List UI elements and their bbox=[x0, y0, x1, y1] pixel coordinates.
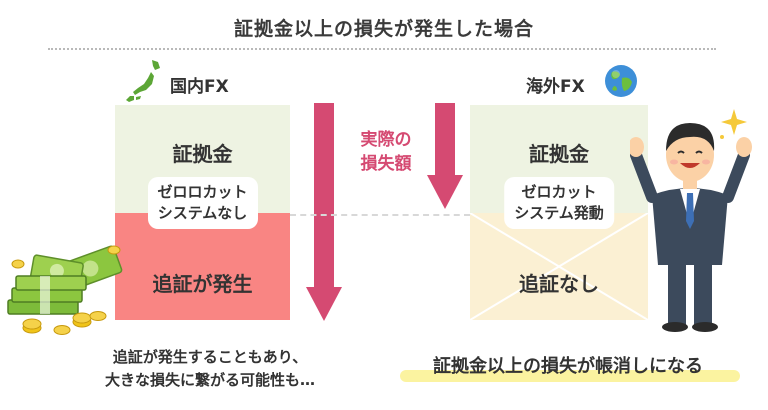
japan-map-icon bbox=[124, 58, 164, 104]
margin-call-label: 追証が発生 bbox=[152, 272, 253, 296]
zero-cut-line-2: システムなし bbox=[157, 204, 248, 222]
businessman-illustration bbox=[628, 105, 760, 335]
margin-call-zone bbox=[115, 213, 290, 320]
actual-loss-line-1: 実際の bbox=[360, 130, 412, 150]
loss-arrow-long bbox=[306, 103, 342, 321]
domestic-fx-heading: 国内FX bbox=[170, 77, 229, 97]
domestic-fx-caption: 追証が発生することもあり、 大きな損失に繋がる可能性も… bbox=[40, 346, 380, 392]
overseas-fx-caption: 証拠金以上の損失が帳消しになる bbox=[433, 356, 703, 377]
caption-line-1: 追証が発生することもあり、 bbox=[112, 348, 308, 366]
zero-cut-active-label: ゼロカット システム発動 bbox=[504, 177, 614, 229]
loss-cancel-zone bbox=[470, 213, 648, 320]
loss-arrow-short bbox=[427, 103, 463, 209]
caption-highlight bbox=[400, 370, 740, 382]
margin-label: 証拠金 bbox=[172, 142, 233, 166]
margin-label: 証拠金 bbox=[529, 142, 589, 166]
overseas-fx-box: 証拠金 ゼロカット システム発動 追証なし bbox=[470, 105, 648, 320]
actual-loss-line-2: 損失額 bbox=[360, 154, 412, 174]
domestic-fx-box: 証拠金 ゼロロカット システムなし 追証が発生 bbox=[115, 105, 290, 320]
zero-cut-line-1: ゼロロカット bbox=[157, 183, 248, 201]
globe-icon bbox=[604, 64, 638, 98]
loss-level-line bbox=[290, 214, 470, 216]
overseas-fx-heading: 海外FX bbox=[526, 77, 585, 97]
caption-line-2: 大きな損失に繋がる可能性も… bbox=[104, 371, 315, 389]
title-divider bbox=[48, 48, 716, 50]
no-margin-call-label: 追証なし bbox=[519, 272, 599, 296]
page-title: 証拠金以上の損失が発生した場合 bbox=[233, 18, 534, 40]
actual-loss-label: 実際の 損失額 bbox=[346, 128, 426, 176]
zero-cut-line-1: ゼロカット bbox=[521, 183, 597, 201]
zero-cut-none-label: ゼロロカット システムなし bbox=[147, 177, 258, 229]
zero-cut-line-2: システム発動 bbox=[514, 204, 604, 222]
money-illustration bbox=[2, 240, 152, 340]
